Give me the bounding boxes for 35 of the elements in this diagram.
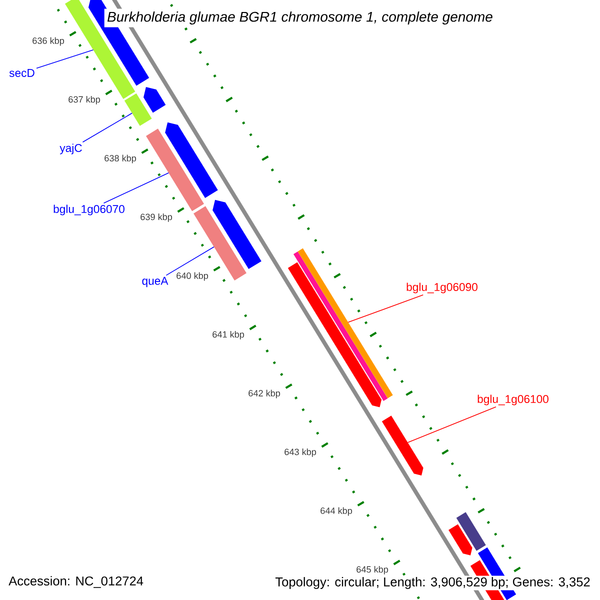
tick-label: 636 kbp xyxy=(32,37,64,46)
leader-line xyxy=(36,50,94,69)
tick-label: 640 kbp xyxy=(176,272,208,281)
gene-feature xyxy=(144,87,166,113)
genome-info-text: Topology: circular; Length: 3,906,529 bp; Genes: 3,352 xyxy=(274,576,592,590)
gene-label: bglu_1g06090 xyxy=(406,282,478,294)
gene-label: queA xyxy=(142,276,168,288)
gene-label: bglu_1g06100 xyxy=(478,394,548,406)
leader-line xyxy=(348,294,424,323)
gene-label: bglu_1g06070 xyxy=(54,204,124,216)
leader-line xyxy=(166,246,214,276)
gene-feature xyxy=(212,200,262,270)
title: Burkholderia glumae BGR1 chromosome 1, complete genome xyxy=(104,8,496,28)
gene-feature xyxy=(456,512,486,551)
gene-feature xyxy=(382,416,424,476)
gene-feature xyxy=(124,93,152,126)
gene-feature xyxy=(165,122,218,198)
tick-label: 645 kbp xyxy=(356,566,388,574)
accession-text: Accession: NC_012724 xyxy=(8,576,144,588)
gene-feature xyxy=(194,206,246,280)
tick-label: 637 kbp xyxy=(68,96,100,104)
leader-line xyxy=(103,172,170,204)
tick-label: 644 kbp xyxy=(320,507,352,516)
leader-line xyxy=(82,112,132,143)
gene-label: secD xyxy=(9,69,34,77)
leader-line xyxy=(407,406,496,443)
gene-label: yajC xyxy=(60,144,82,154)
gene-feature xyxy=(146,128,204,212)
gene-feature xyxy=(288,262,382,408)
tick-label: 643 kbp xyxy=(284,448,316,457)
tick-label: 639 kbp xyxy=(140,213,172,222)
tick-label: 638 kbp xyxy=(104,154,136,164)
tick-label: 642 kbp xyxy=(248,390,280,398)
tick-label: 641 kbp xyxy=(212,330,244,340)
gene-feature xyxy=(448,524,472,556)
